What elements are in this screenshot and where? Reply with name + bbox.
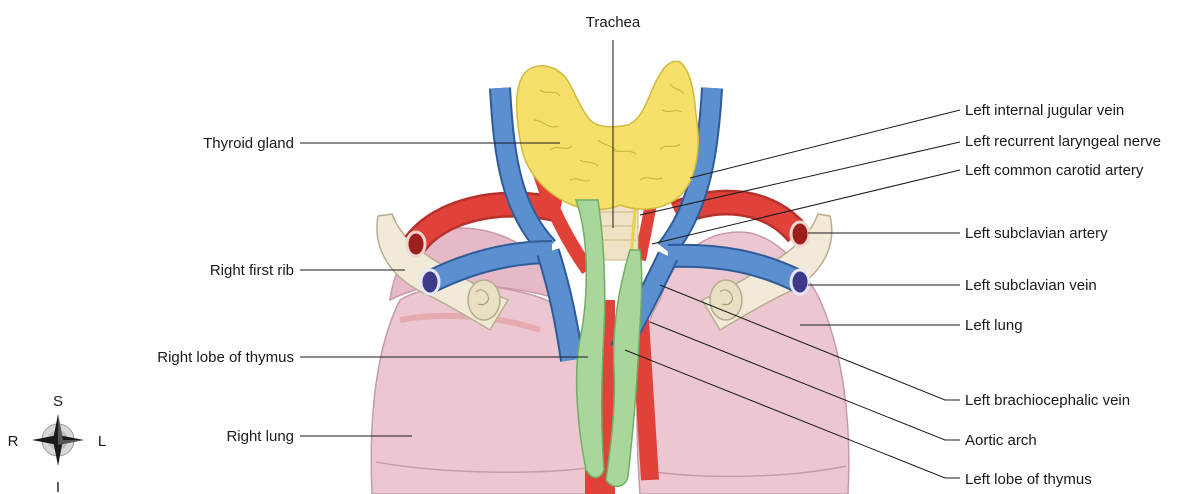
label-left-lobe-thymus: Left lobe of thymus: [965, 471, 1092, 488]
label-left-brachiocephalic-vein: Left brachiocephalic vein: [965, 392, 1130, 409]
label-left-recurrent-laryngeal-nerve: Left recurrent laryngeal nerve: [965, 133, 1161, 150]
orientation-compass: S I R L: [8, 393, 107, 494]
label-aortic-arch: Aortic arch: [965, 432, 1037, 449]
label-left-lung: Left lung: [965, 317, 1023, 334]
thyroid-gland: [517, 61, 698, 209]
label-right-lobe-thymus: Right lobe of thymus: [157, 349, 294, 366]
label-left-subclavian-artery: Left subclavian artery: [965, 225, 1108, 242]
label-left-subclavian-vein: Left subclavian vein: [965, 277, 1097, 294]
label-right-first-rib: Right first rib: [210, 262, 294, 279]
compass-right: R: [8, 433, 19, 450]
label-right-lung: Right lung: [226, 428, 294, 445]
compass-superior: S: [53, 393, 63, 410]
label-left-common-carotid-artery: Left common carotid artery: [965, 162, 1144, 179]
compass-inferior: I: [56, 479, 60, 494]
label-left-internal-jugular-vein: Left internal jugular vein: [965, 102, 1124, 119]
label-thyroid-gland: Thyroid gland: [203, 135, 294, 152]
compass-left: L: [98, 433, 106, 450]
label-trachea: Trachea: [586, 14, 641, 31]
